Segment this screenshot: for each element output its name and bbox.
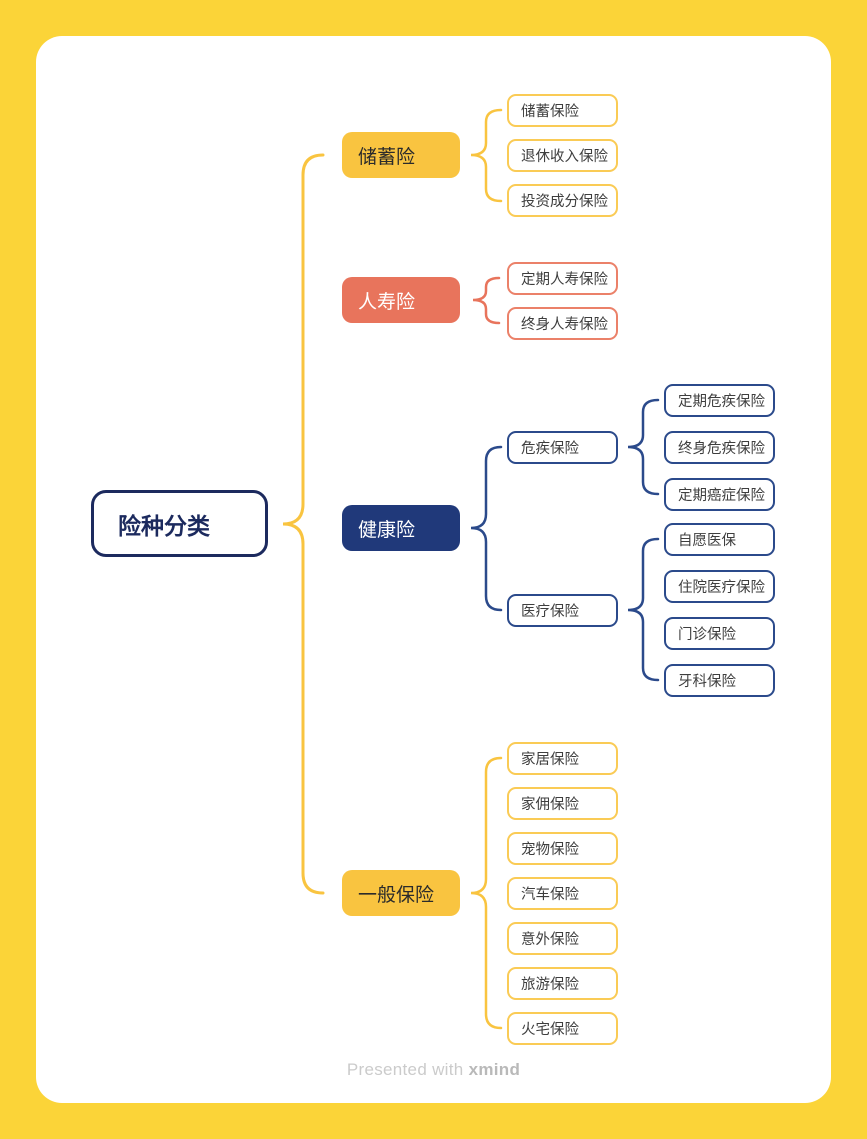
subtopic-savings-2[interactable]: 退休收入保险: [507, 139, 618, 172]
main-topic-health[interactable]: 健康险: [342, 505, 460, 551]
subtopic-general-3[interactable]: 宠物保险: [507, 832, 618, 865]
subtopic-savings-3[interactable]: 投资成分保险: [507, 184, 618, 217]
subtopic-medical[interactable]: 医疗保险: [507, 594, 618, 627]
main-topic-general[interactable]: 一般保险: [342, 870, 460, 916]
watermark: Presented with xmind: [36, 1060, 831, 1080]
main-topic-life[interactable]: 人寿险: [342, 277, 460, 323]
subtopic-medical-3[interactable]: 门诊保险: [664, 617, 775, 650]
subtopic-life-2[interactable]: 终身人寿保险: [507, 307, 618, 340]
subtopic-medical-4[interactable]: 牙科保险: [664, 664, 775, 697]
subtopic-medical-1[interactable]: 自愿医保: [664, 523, 775, 556]
subtopic-life-1[interactable]: 定期人寿保险: [507, 262, 618, 295]
subtopic-medical-2[interactable]: 住院医疗保险: [664, 570, 775, 603]
central-topic[interactable]: 险种分类: [91, 490, 268, 557]
subtopic-general-6[interactable]: 旅游保险: [507, 967, 618, 1000]
subtopic-savings-1[interactable]: 储蓄保险: [507, 94, 618, 127]
subtopic-critical-2[interactable]: 终身危疾保险: [664, 431, 775, 464]
canvas-card: [36, 36, 831, 1103]
subtopic-critical-3[interactable]: 定期癌症保险: [664, 478, 775, 511]
subtopic-general-2[interactable]: 家佣保险: [507, 787, 618, 820]
subtopic-critical-1[interactable]: 定期危疾保险: [664, 384, 775, 417]
main-topic-savings[interactable]: 储蓄险: [342, 132, 460, 178]
subtopic-general-7[interactable]: 火宅保险: [507, 1012, 618, 1045]
subtopic-general-5[interactable]: 意外保险: [507, 922, 618, 955]
subtopic-critical-illness[interactable]: 危疾保险: [507, 431, 618, 464]
xmind-logo-text: xmind: [468, 1060, 521, 1079]
subtopic-general-4[interactable]: 汽车保险: [507, 877, 618, 910]
subtopic-general-1[interactable]: 家居保险: [507, 742, 618, 775]
watermark-text: Presented with: [346, 1060, 464, 1079]
